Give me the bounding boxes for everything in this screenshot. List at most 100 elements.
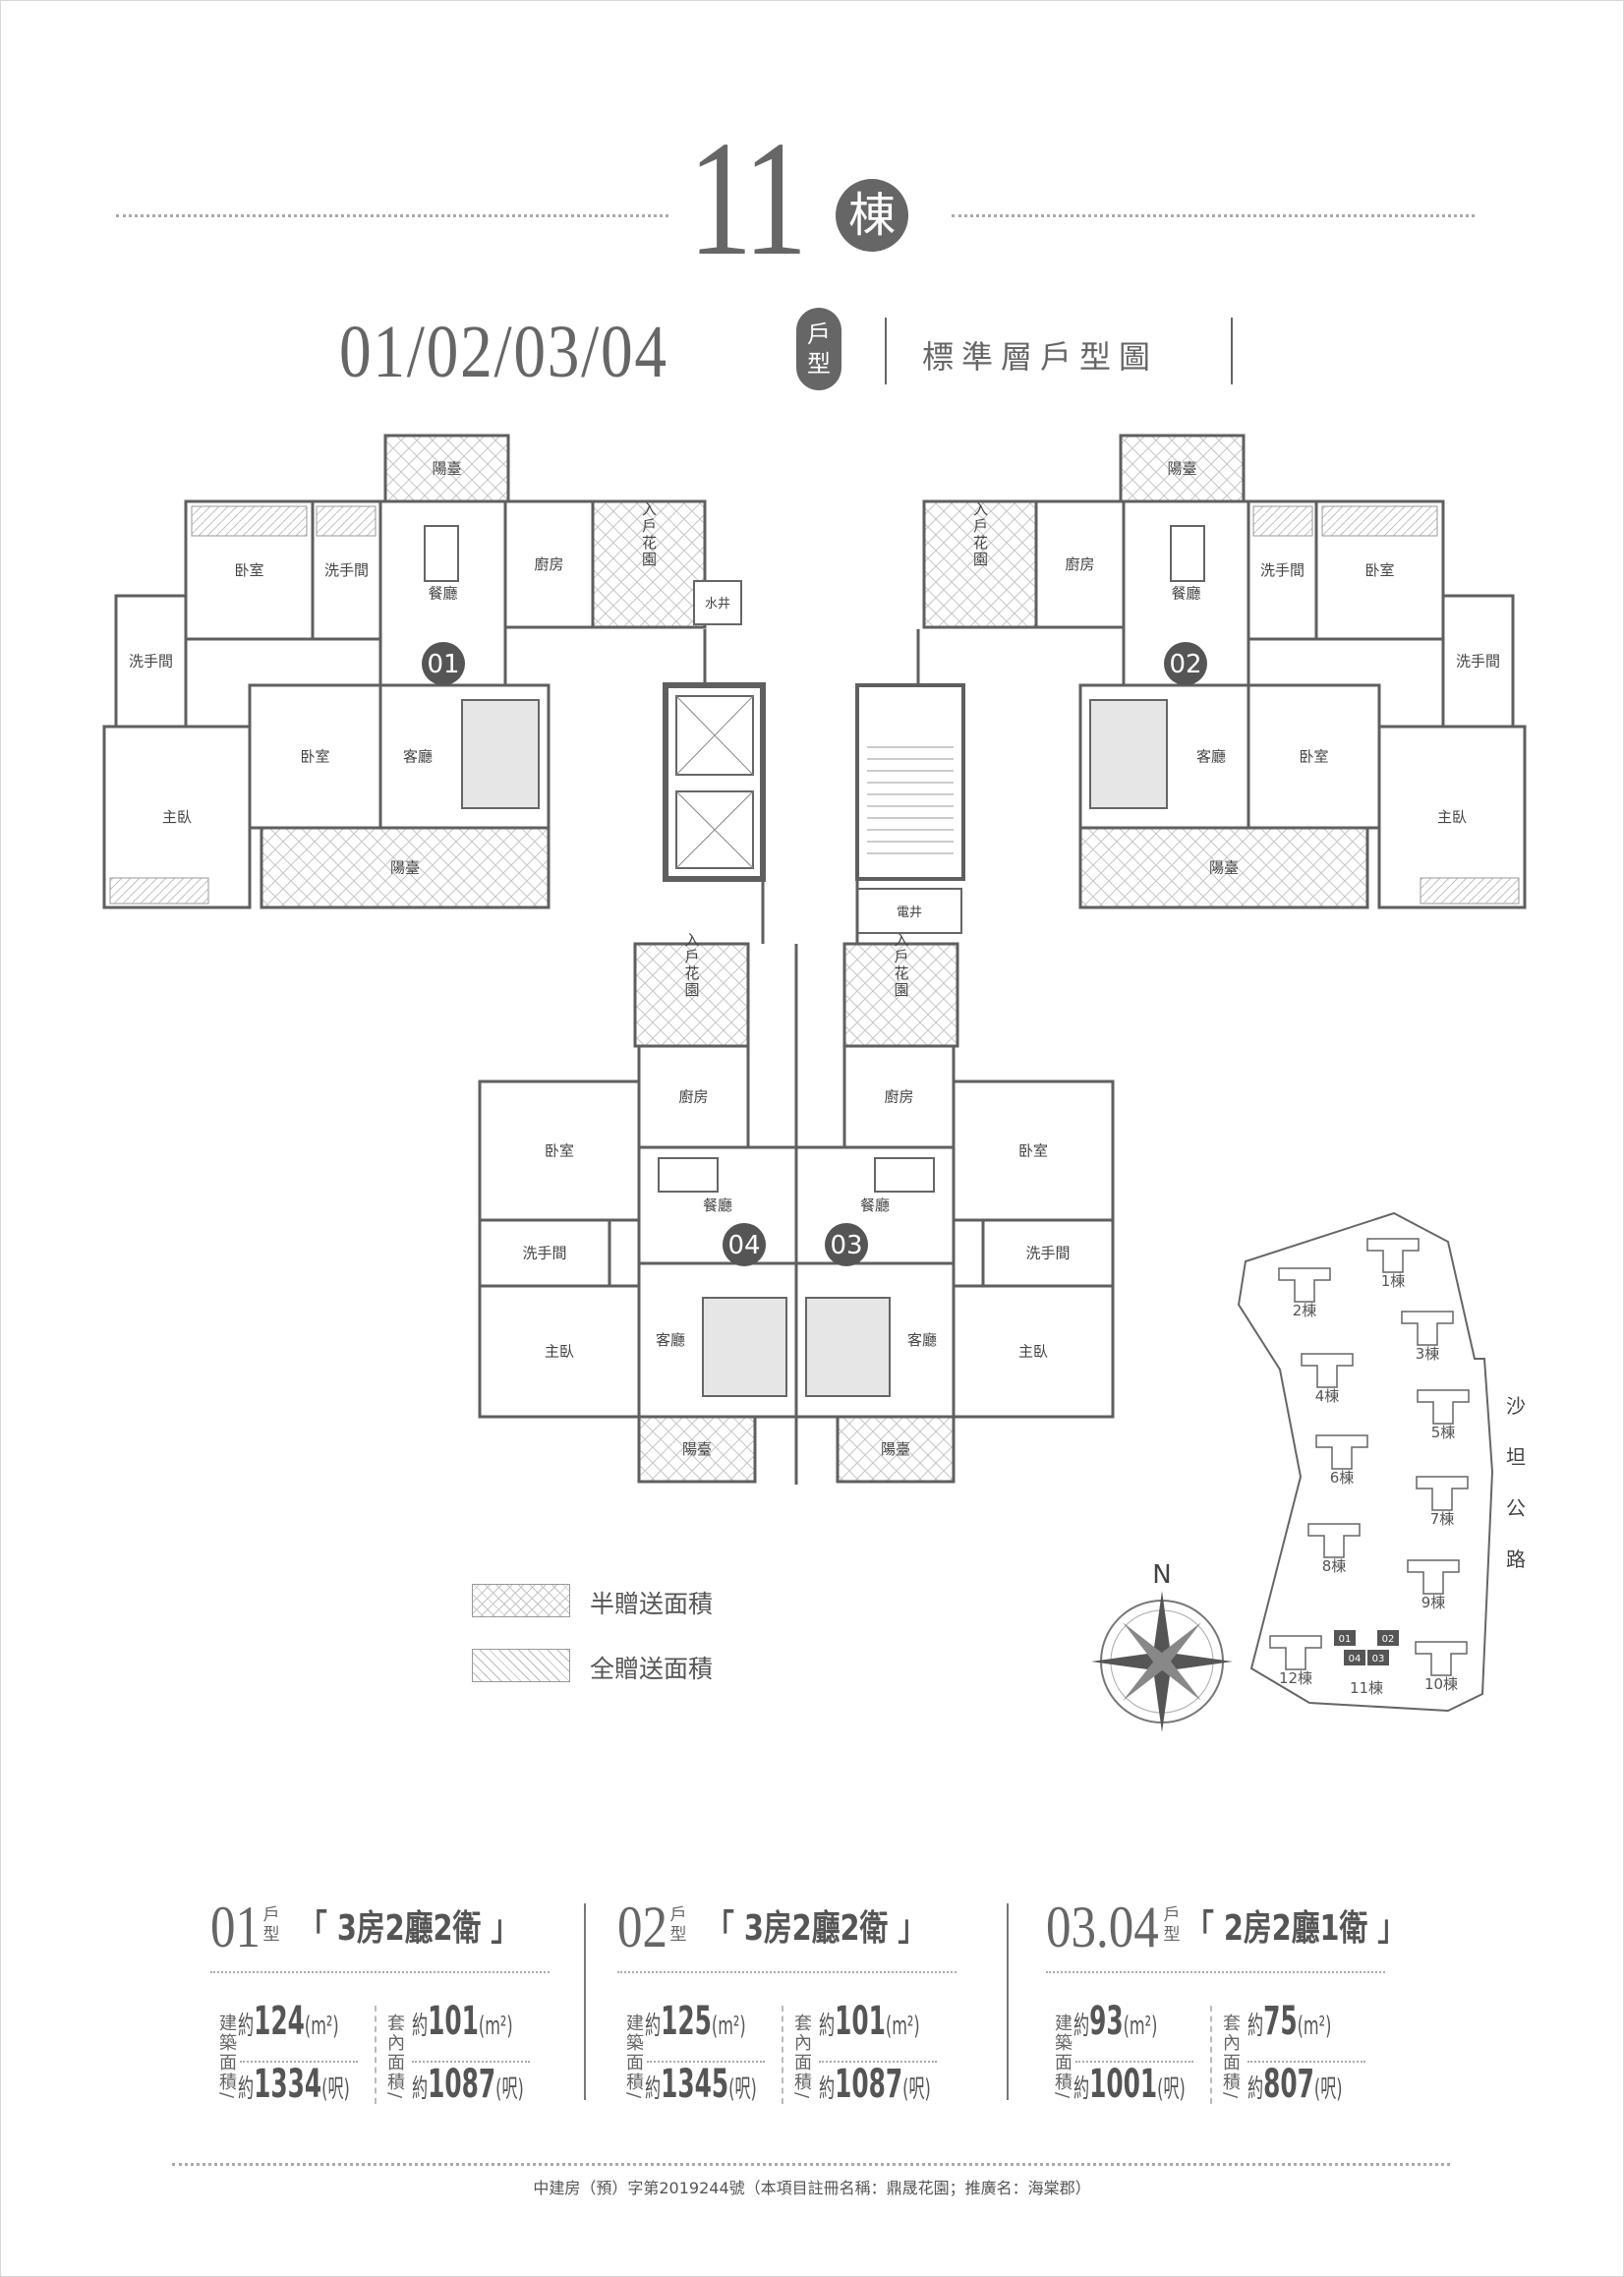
interior-area-ft2: 約1087(呎) (412, 2062, 524, 2107)
room-outline (1247, 683, 1381, 830)
room-outline (1078, 826, 1369, 909)
title-bar-left (885, 318, 887, 384)
room-label: 洗手間 (324, 561, 369, 579)
full-giveaway-strip (1321, 505, 1438, 537)
unit-type-suffix: 戶 型 (261, 1905, 281, 1945)
room-label: 廚房 (1065, 555, 1094, 573)
room-label: 客廳 (403, 748, 433, 766)
living-rug (805, 1297, 891, 1397)
room-label: 廚房 (884, 1088, 913, 1106)
highlight-unit-tag (1367, 1650, 1389, 1665)
header-divider-right (952, 214, 1475, 217)
built-area-label: 建築面積/ (216, 2014, 237, 2101)
room-label: 陽臺 (881, 1440, 910, 1458)
unit-type-suffix: 戶 型 (1162, 1905, 1182, 1945)
site-building: 4棟 (1301, 1353, 1354, 1405)
room: 卧室 (952, 1080, 1115, 1222)
site-building: 12棟 (1269, 1635, 1322, 1687)
room-label: 入戶花園 (683, 932, 701, 999)
corridor-walls (703, 629, 920, 1485)
highlight-unit-tag (1344, 1650, 1365, 1665)
elevator-cross (675, 790, 754, 869)
room-outline (637, 1415, 757, 1484)
building-label: 3棟 (1416, 1345, 1440, 1363)
built-area-ft2: 約1334(呎) (238, 2062, 350, 2107)
room-outline (637, 1044, 750, 1149)
title-bar-right (1231, 318, 1233, 384)
room: 入戶花園 (842, 932, 959, 1048)
built-area-m2: 約93(m²) (1073, 1999, 1158, 2044)
built-area-label: 建築面積/ (623, 2014, 644, 2101)
built-area-ft2: 約1345(呎) (645, 2062, 757, 2107)
room-outline (102, 725, 252, 909)
type-bottom: 型 (669, 1925, 687, 1945)
plan-title: 標準層戶型圖 (922, 338, 1159, 376)
footer-registration: 中建房（預）字第2019244號（本項目註冊名稱：鼎晟花園；推廣名：海棠郡） (533, 2179, 1091, 2197)
room-label: 卧室 (1364, 561, 1394, 579)
room-outline (952, 1080, 1115, 1222)
room-outline (1441, 594, 1515, 729)
dining-table (424, 525, 459, 582)
room-label: 廚房 (534, 555, 563, 573)
room: 陽臺 (1119, 434, 1246, 503)
dining-table (874, 1157, 935, 1193)
built-area-dash (240, 2061, 358, 2063)
room: 洗手間 (114, 594, 188, 729)
room: 主臥 (478, 1284, 641, 1419)
room-outline (952, 1284, 1115, 1419)
type-top: 戶 (1163, 1905, 1181, 1925)
site-boundary (1237, 1211, 1494, 1713)
header-divider-left (116, 214, 668, 217)
building-footprint (1269, 1635, 1322, 1670)
legend-swatch-full (472, 1649, 570, 1682)
interior-area-ft2: 約1087(呎) (819, 2062, 931, 2107)
room: 陽臺 (836, 1415, 956, 1484)
built-area-m2: 約125(m²) (645, 1999, 746, 2044)
room: 陽臺 (260, 826, 551, 909)
room-layout: 「 2房2廳1衛 」 (1186, 1908, 1407, 1949)
room-outline (478, 1284, 641, 1419)
building-label: 8棟 (1322, 1557, 1347, 1575)
site-building: 9棟 (1407, 1559, 1460, 1611)
building-footprint (1307, 1523, 1361, 1558)
room-outline (842, 1044, 956, 1149)
interior-area-m2: 約75(m²) (1247, 1999, 1332, 2044)
unit-01: 陽臺卧室洗手間餐廳廚房入戶花園洗手間主臥卧室客廳陽臺01 (102, 434, 707, 909)
site-building: 7棟 (1416, 1476, 1469, 1528)
site-building: 3棟 (1401, 1311, 1454, 1363)
room-outline (591, 499, 707, 629)
room-label: 洗手間 (129, 653, 173, 671)
dining-table (1170, 525, 1205, 582)
site-building: 11棟 (1350, 1679, 1383, 1697)
room-label: 入戶花園 (893, 932, 910, 999)
full-giveaway-strip (1420, 877, 1520, 905)
room-label: 洗手間 (1456, 653, 1500, 671)
room: 廚房 (1034, 499, 1126, 629)
type-top: 戶 (807, 321, 831, 348)
room-outline (114, 594, 188, 729)
highlight-unit-label: 04 (1349, 1654, 1362, 1664)
area-divider (782, 2006, 783, 2104)
heading-dash (210, 1971, 550, 1973)
summary-divider-1 (584, 1903, 586, 2100)
road-label-char: 沙 (1506, 1394, 1526, 1418)
interior-area-label: 套內面積/ (791, 2014, 812, 2101)
water-shaft (693, 580, 742, 625)
room-label: 主臥 (1437, 808, 1467, 826)
interior-area-label: 套內面積/ (384, 2014, 405, 2101)
heading-dash (617, 1971, 957, 1973)
building-footprint (1415, 1641, 1468, 1676)
room-label: 主臥 (162, 808, 192, 826)
road-label-char: 公 (1506, 1496, 1526, 1520)
unit-type-summary: 02 戶 型 「 3房2廳2衛 」 建築面積/ 約125(m²) 約1345(呎… (617, 1888, 991, 2114)
room: 主臥 (952, 1284, 1115, 1419)
full-giveaway-strip (109, 877, 209, 905)
highlight-unit-tag (1334, 1630, 1356, 1646)
building-footprint (1301, 1353, 1354, 1388)
room-outline (383, 434, 510, 503)
room-outline (981, 1218, 1115, 1288)
